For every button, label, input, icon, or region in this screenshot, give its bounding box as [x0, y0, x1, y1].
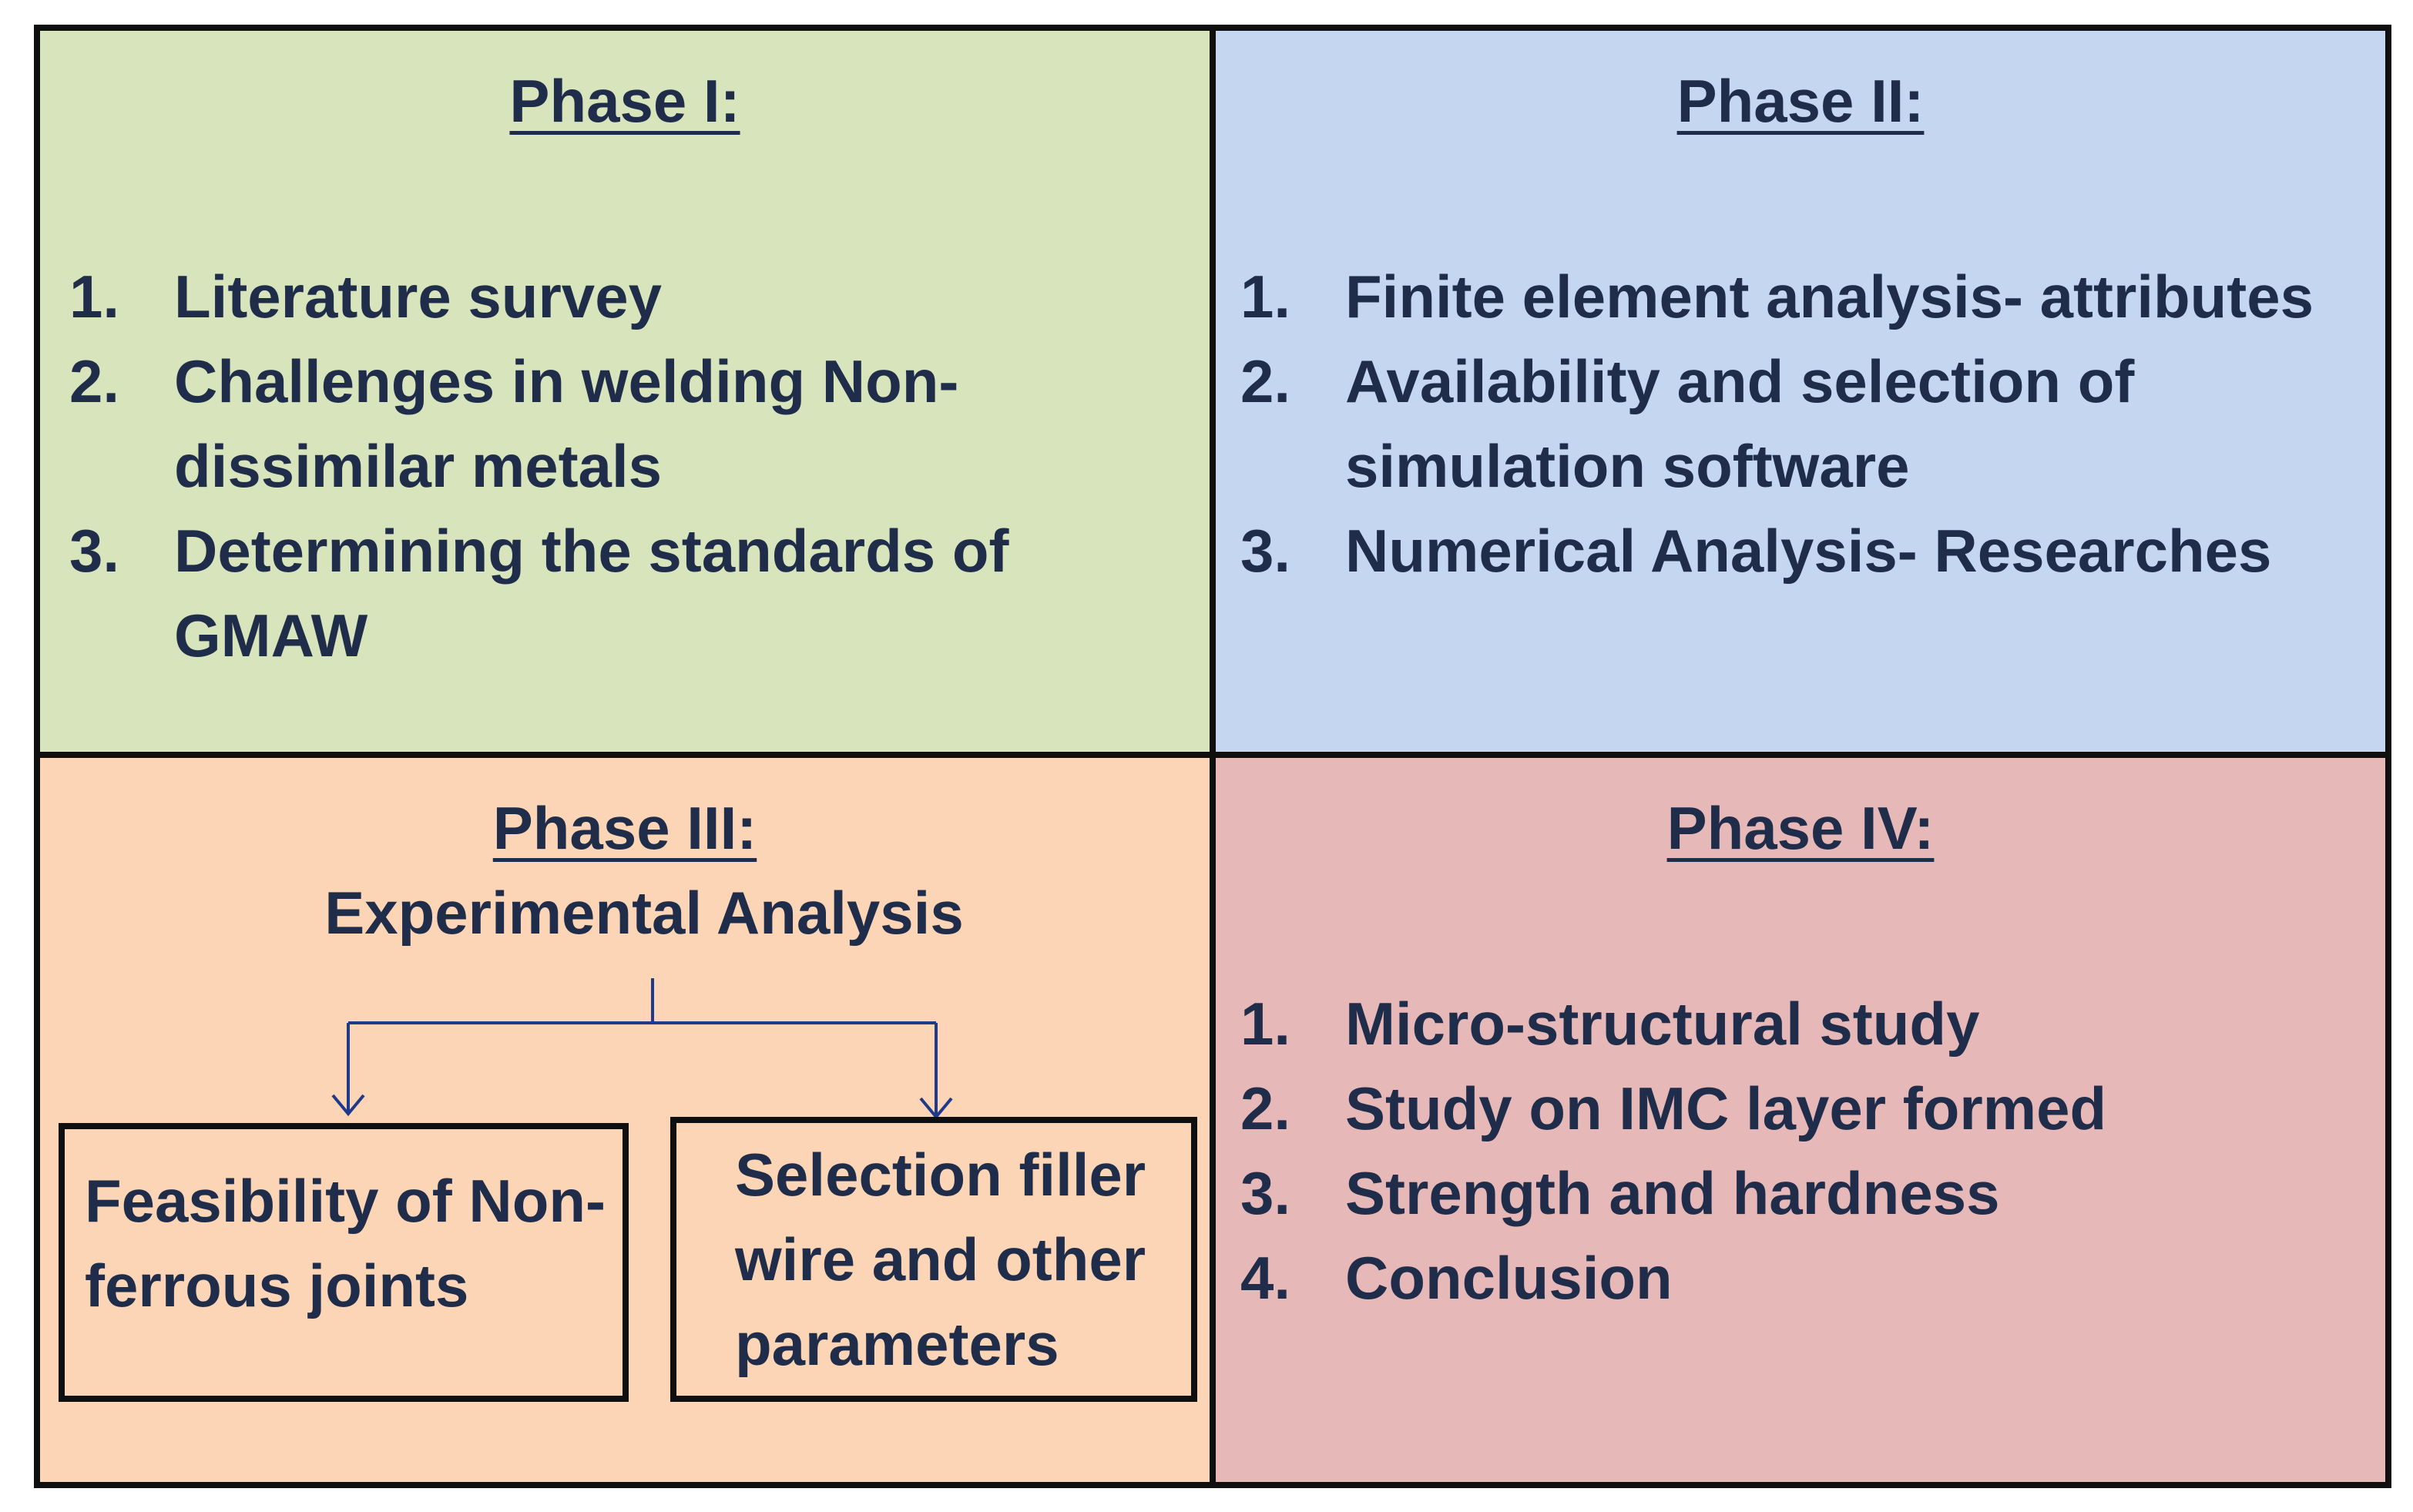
feasibility-box: Feasibility of Non-ferrous joints [59, 1123, 629, 1402]
list-item-number: 3. [69, 517, 120, 585]
list-item: 1. Finite element analysis- attributes [1240, 254, 2373, 339]
list-item: 4. Conclusion [1240, 1235, 2373, 1320]
phase-2-list: 1. Finite element analysis- attributes 2… [1240, 254, 2373, 593]
phase-2-title: Phase II: [1676, 67, 1925, 135]
list-item-number: 2. [1240, 347, 1291, 415]
phase-1-title: Phase I: [509, 67, 740, 135]
list-item-number: 3. [1240, 517, 1291, 585]
left-arrow-head [331, 1094, 365, 1117]
list-item-text: Determining the standards of GMAW [174, 517, 1009, 669]
branch-connector [331, 978, 953, 1120]
filler-wire-box: Selection filler wire and other paramete… [670, 1117, 1197, 1402]
list-item-number: 1. [69, 263, 120, 330]
list-item-text: Challenges in welding Non-dissimilar met… [174, 347, 959, 500]
filler-wire-box-text: Selection filler wire and other paramete… [735, 1141, 1146, 1378]
list-item: 3. Numerical Analysis- Researches [1240, 508, 2373, 593]
list-item: 1. Literature survey [69, 254, 1163, 339]
list-item-number: 2. [1240, 1074, 1291, 1142]
phase-diagram: Phase I: 1. Literature survey 2. Challen… [34, 25, 2391, 1488]
phase-3-panel: Phase III: Experimental Analysis Feasibi… [40, 758, 1216, 1482]
list-item-number: 1. [1240, 990, 1291, 1058]
list-item-number: 3. [1240, 1159, 1291, 1227]
list-item-text: Numerical Analysis- Researches [1345, 517, 2272, 585]
list-item-text: Strength and hardness [1345, 1159, 2000, 1227]
phase-3-title: Phase III: [492, 794, 757, 862]
list-item-text: Conclusion [1345, 1244, 1673, 1312]
list-item-number: 2. [69, 347, 120, 415]
phase-3-subtitle: Experimental Analysis [324, 879, 964, 947]
list-item-text: Study on IMC layer formed [1345, 1074, 2107, 1142]
list-item: 1. Micro-structural study [1240, 981, 2373, 1066]
list-item: 3. Strength and hardness [1240, 1151, 2373, 1235]
list-item-number: 1. [1240, 263, 1291, 330]
list-item-text: Literature survey [174, 263, 662, 330]
phase-4-title: Phase IV: [1666, 794, 1935, 862]
list-item: 3. Determining the standards of GMAW [69, 508, 1163, 678]
feasibility-box-text: Feasibility of Non-ferrous joints [85, 1167, 606, 1319]
phase-4-panel: Phase IV: 1. Micro-structural study 2. S… [1216, 758, 2385, 1482]
phase-2-panel: Phase II: 1. Finite element analysis- at… [1216, 31, 2385, 758]
phase-1-list: 1. Literature survey 2. Challenges in we… [69, 254, 1163, 678]
list-item-text: Finite element analysis- attributes [1345, 263, 2314, 330]
list-item-text: Availability and selection of simulation… [1345, 347, 2135, 500]
list-item: 2. Availability and selection of simulat… [1240, 339, 2373, 508]
list-item-number: 4. [1240, 1244, 1291, 1312]
list-item-text: Micro-structural study [1345, 990, 1980, 1058]
list-item: 2. Study on IMC layer formed [1240, 1066, 2373, 1151]
list-item: 2. Challenges in welding Non-dissimilar … [69, 339, 1163, 508]
phase-1-panel: Phase I: 1. Literature survey 2. Challen… [40, 31, 1216, 758]
phase-4-list: 1. Micro-structural study 2. Study on IM… [1240, 981, 2373, 1320]
